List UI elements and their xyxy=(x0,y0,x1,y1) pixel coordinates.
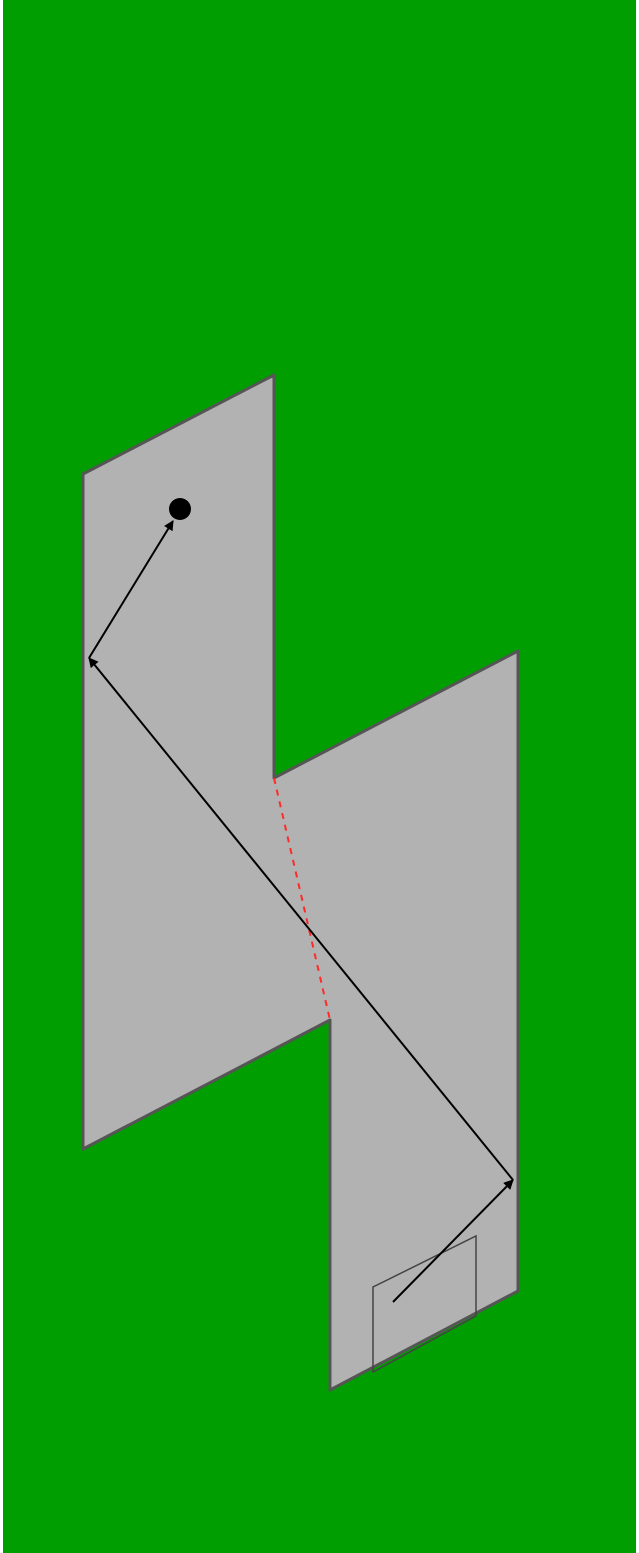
course-surface xyxy=(81,373,520,1392)
tee-box xyxy=(372,1234,477,1374)
shot-segment-3 xyxy=(88,520,174,659)
shot-segment-1 xyxy=(392,1179,514,1303)
zone-boundary-dashed xyxy=(273,777,331,1021)
golf-ball[interactable] xyxy=(169,498,191,520)
shot-segment-2 xyxy=(88,657,514,1181)
